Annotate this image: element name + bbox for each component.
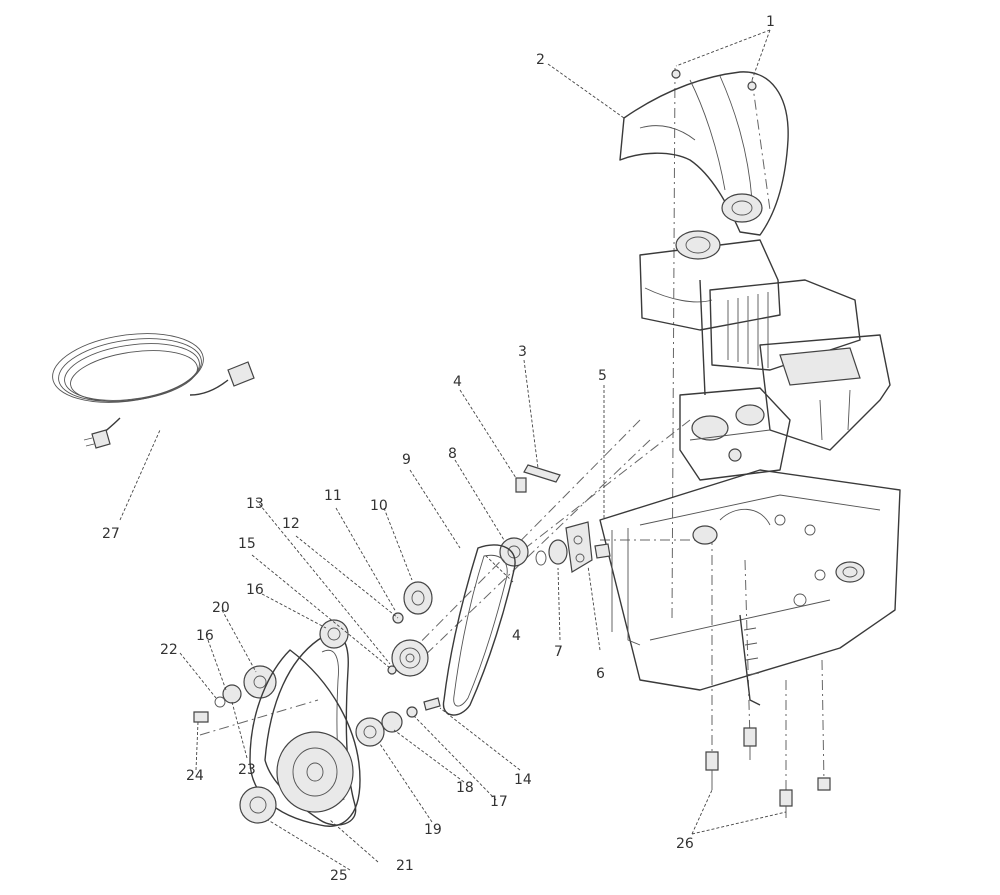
callout-7: 7 bbox=[554, 644, 563, 660]
callout-21: 21 bbox=[396, 858, 414, 874]
callout-27: 27 bbox=[102, 526, 120, 542]
callout-14: 14 bbox=[514, 772, 532, 788]
idler-bracket-parts bbox=[499, 464, 611, 573]
callout-2: 2 bbox=[536, 52, 545, 68]
callout-3: 3 bbox=[518, 344, 527, 360]
engine-assembly bbox=[639, 230, 891, 481]
callout-labels: 1 2 3 4 5 6 7 4 8 9 10 11 12 13 15 16 20… bbox=[102, 14, 775, 884]
callout-9: 9 bbox=[402, 452, 411, 468]
callout-26: 26 bbox=[676, 836, 694, 852]
callout-4: 4 bbox=[453, 374, 462, 390]
callout-17: 17 bbox=[490, 794, 508, 810]
pulleys-washers bbox=[193, 581, 441, 747]
callout-1: 1 bbox=[766, 14, 775, 30]
chute-cover bbox=[619, 69, 789, 236]
callout-6: 6 bbox=[596, 666, 605, 682]
callout-16-upper: 16 bbox=[246, 582, 264, 598]
callout-25: 25 bbox=[330, 868, 348, 884]
extension-cord bbox=[52, 333, 255, 449]
drive-pulley bbox=[239, 649, 361, 827]
callout-12: 12 bbox=[282, 516, 300, 532]
callout-19: 19 bbox=[424, 822, 442, 838]
frame-housing bbox=[599, 469, 901, 706]
callout-10: 10 bbox=[370, 498, 388, 514]
leader-lines bbox=[119, 29, 787, 871]
callout-4-lower: 4 bbox=[512, 628, 521, 644]
callout-5: 5 bbox=[598, 368, 607, 384]
explosion-centerlines bbox=[199, 67, 825, 800]
callout-22: 22 bbox=[160, 642, 178, 658]
callout-24: 24 bbox=[186, 768, 204, 784]
callout-20: 20 bbox=[212, 600, 230, 616]
callout-23: 23 bbox=[238, 762, 256, 778]
callout-15: 15 bbox=[238, 536, 256, 552]
callout-16-lower: 16 bbox=[196, 628, 214, 644]
callout-11: 11 bbox=[324, 488, 342, 504]
callout-13: 13 bbox=[246, 496, 264, 512]
bolts bbox=[705, 727, 831, 818]
callout-8: 8 bbox=[448, 446, 457, 462]
callout-18: 18 bbox=[456, 780, 474, 796]
